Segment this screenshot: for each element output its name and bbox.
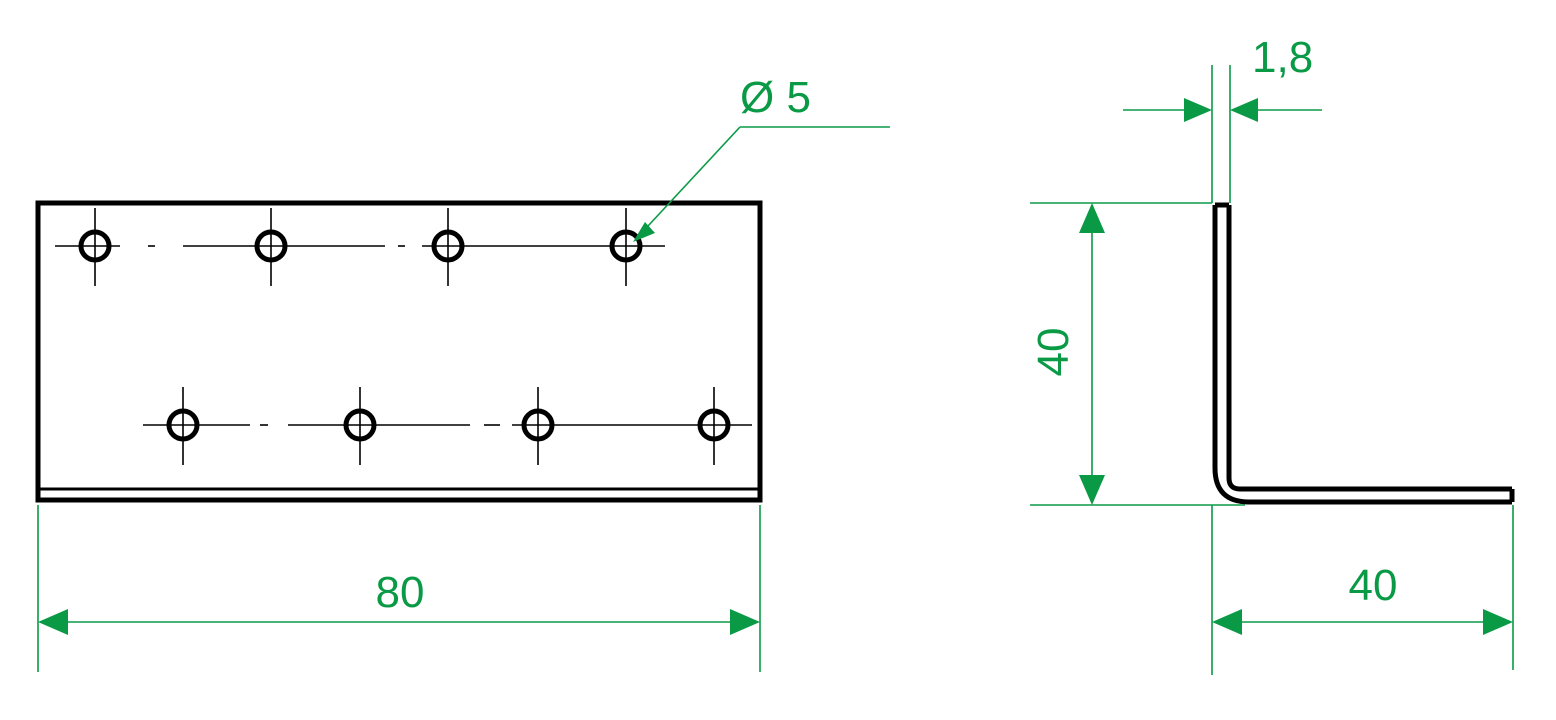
side-view-inner-profile [1212,205,1512,505]
front-width-label: 80 [376,568,425,617]
hole-upper-2 [254,208,288,286]
side-view [1212,202,1515,505]
thickness-label: 1,8 [1252,33,1313,82]
side-view-outer-profile [1226,205,1512,492]
side-height-dimension: 40 [1029,202,1245,506]
mounting-holes [78,208,731,465]
hole-lower-3 [521,387,555,465]
side-height-label: 40 [1029,328,1078,377]
side-width-label: 40 [1349,561,1398,610]
hole-lower-1 [166,387,200,465]
front-width-dimension: 80 [37,505,761,672]
thickness-dimension: 1,8 [1123,33,1322,203]
side-width-dimension: 40 [1211,505,1514,675]
hole-diameter-label: Ø 5 [740,73,811,122]
hole-lower-2 [343,387,377,465]
hole-diameter-dimension: Ø 5 [633,73,890,242]
hole-upper-4 [609,208,643,286]
front-view [35,200,763,503]
hole-upper-3 [431,208,465,286]
hole-lower-4 [697,387,731,465]
hole-upper-1 [78,208,112,286]
front-view-outline [35,200,763,503]
